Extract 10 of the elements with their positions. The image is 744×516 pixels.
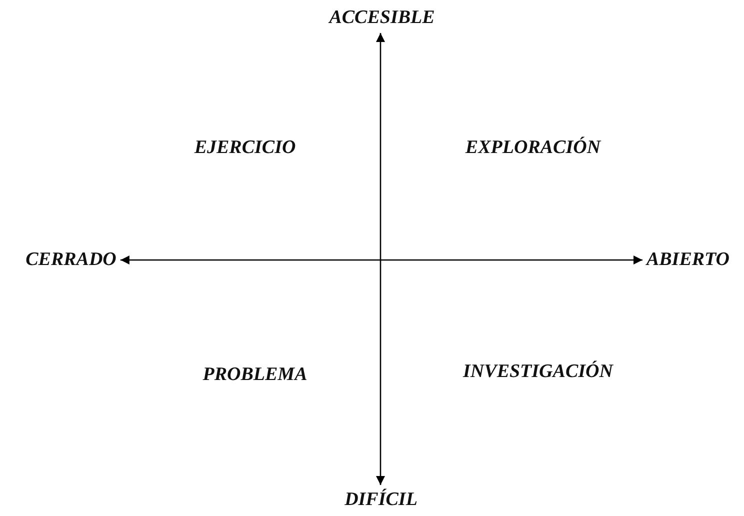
quadrant-label: INVESTIGACIÓN <box>463 361 613 383</box>
axis-label: ACCESIBLE <box>329 7 435 29</box>
quadrant-label: EJERCICIO <box>194 137 296 159</box>
axis-label: DIFÍCIL <box>344 489 418 511</box>
axis-arrow <box>376 33 385 485</box>
quadrant-label: PROBLEMA <box>202 364 308 386</box>
axis-arrow <box>120 256 642 264</box>
axis-label: ABIERTO <box>646 249 730 271</box>
quadrant-label: EXPLORACIÓN <box>465 137 601 159</box>
axis-label: CERRADO <box>26 249 116 271</box>
